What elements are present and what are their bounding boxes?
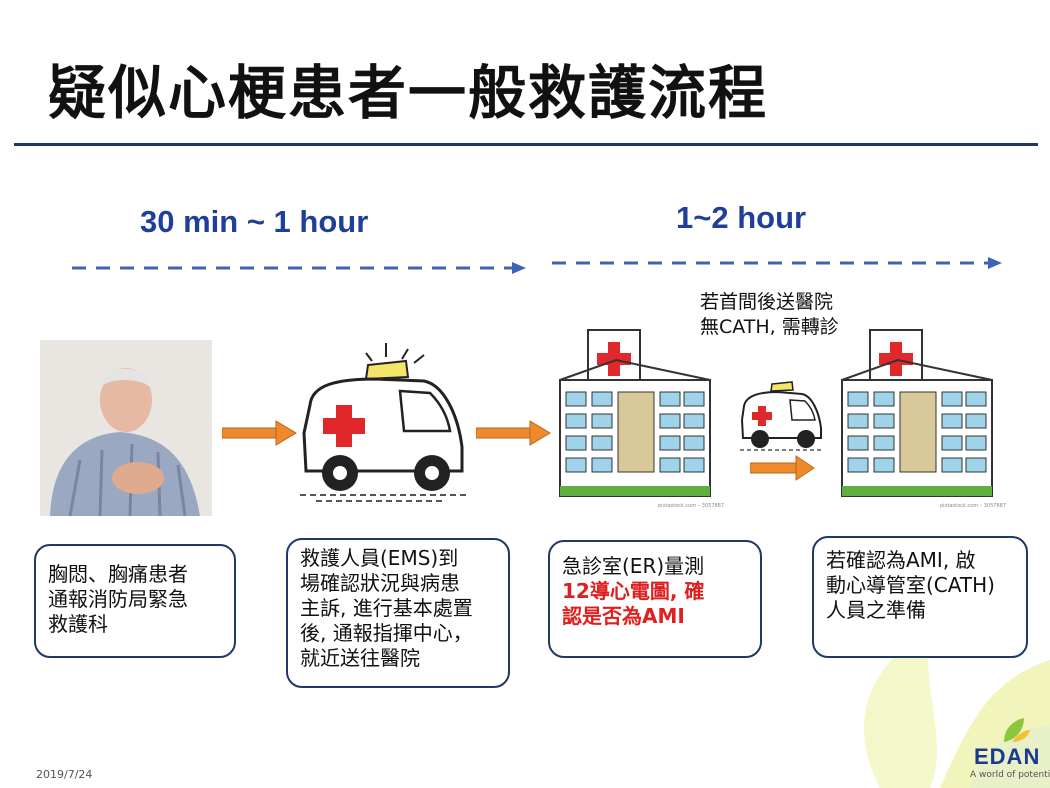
- step-4-line-1: 若確認為AMI, 啟: [826, 548, 976, 572]
- ambulance-icon: [300, 343, 466, 502]
- flow-arrow-1: [222, 420, 297, 446]
- flow-arrow-3: [750, 455, 815, 481]
- edan-leaf-logo: [1004, 718, 1030, 742]
- decorative-leaves: [864, 630, 1050, 788]
- small-ambulance-icon: [740, 381, 824, 451]
- step-2-line-4: 後, 通報指揮中心，: [300, 621, 473, 645]
- step-3-highlight-line-2: 認是否為AMI: [562, 604, 685, 628]
- timeline-arrow-1: [72, 262, 526, 274]
- flow-arrow-2: [476, 420, 551, 446]
- step-2-line-1: 救護人員(EMS)到: [300, 546, 459, 570]
- image-credit-1: pixtastock.com – 3057887: [658, 503, 725, 509]
- transfer-note-line-1: 若首間後送醫院: [700, 291, 834, 313]
- hospital-icon-2: [841, 329, 993, 497]
- step-box-3: 急診室(ER)量測 12導心電圖, 確 認是否為AMI: [548, 540, 762, 658]
- transfer-note-line-2: 無CATH, 需轉診: [700, 316, 839, 338]
- timeline-arrow-2: [552, 257, 1002, 269]
- step-2-line-3: 主訴, 進行基本處置: [300, 596, 473, 620]
- timeline-phase-2-label: 1~2 hour: [676, 200, 807, 235]
- slide-date: 2019/7/24: [36, 768, 93, 781]
- image-credit-2: pixtastock.com – 3057887: [940, 503, 1007, 509]
- step-3-highlight-line-1: 12導心電圖, 確: [562, 579, 705, 603]
- step-1-line-1: 胸悶、胸痛患者: [48, 562, 188, 586]
- step-1-line-3: 救護科: [48, 612, 108, 636]
- step-box-4: 若確認為AMI, 啟 動心導管室(CATH) 人員之準備: [812, 536, 1028, 658]
- step-2-line-5: 就近送往醫院: [300, 646, 420, 670]
- edan-tagline: A world of potential: [970, 770, 1050, 780]
- step-4-line-3: 人員之準備: [826, 598, 926, 622]
- hospital-icon-1: [559, 329, 711, 497]
- step-box-1: 胸悶、胸痛患者 通報消防局緊急 救護科: [34, 544, 236, 658]
- timeline-phase-1-label: 30 min ~ 1 hour: [140, 204, 369, 239]
- step-1-line-2: 通報消防局緊急: [48, 587, 188, 611]
- title-divider: [14, 143, 1038, 146]
- transfer-note: 若首間後送醫院 無CATH, 需轉診: [700, 290, 839, 340]
- patient-photo: [40, 340, 212, 516]
- step-3-line-1: 急診室(ER)量測: [562, 554, 705, 578]
- edan-logo-text: EDAN: [974, 744, 1041, 769]
- page-title: 疑似心梗患者一般救護流程: [48, 59, 769, 127]
- step-box-2: 救護人員(EMS)到 場確認狀況與病患 主訴, 進行基本處置 後, 通報指揮中心…: [286, 538, 510, 688]
- step-4-line-2: 動心導管室(CATH): [826, 573, 995, 597]
- step-2-line-2: 場確認狀況與病患: [300, 571, 460, 595]
